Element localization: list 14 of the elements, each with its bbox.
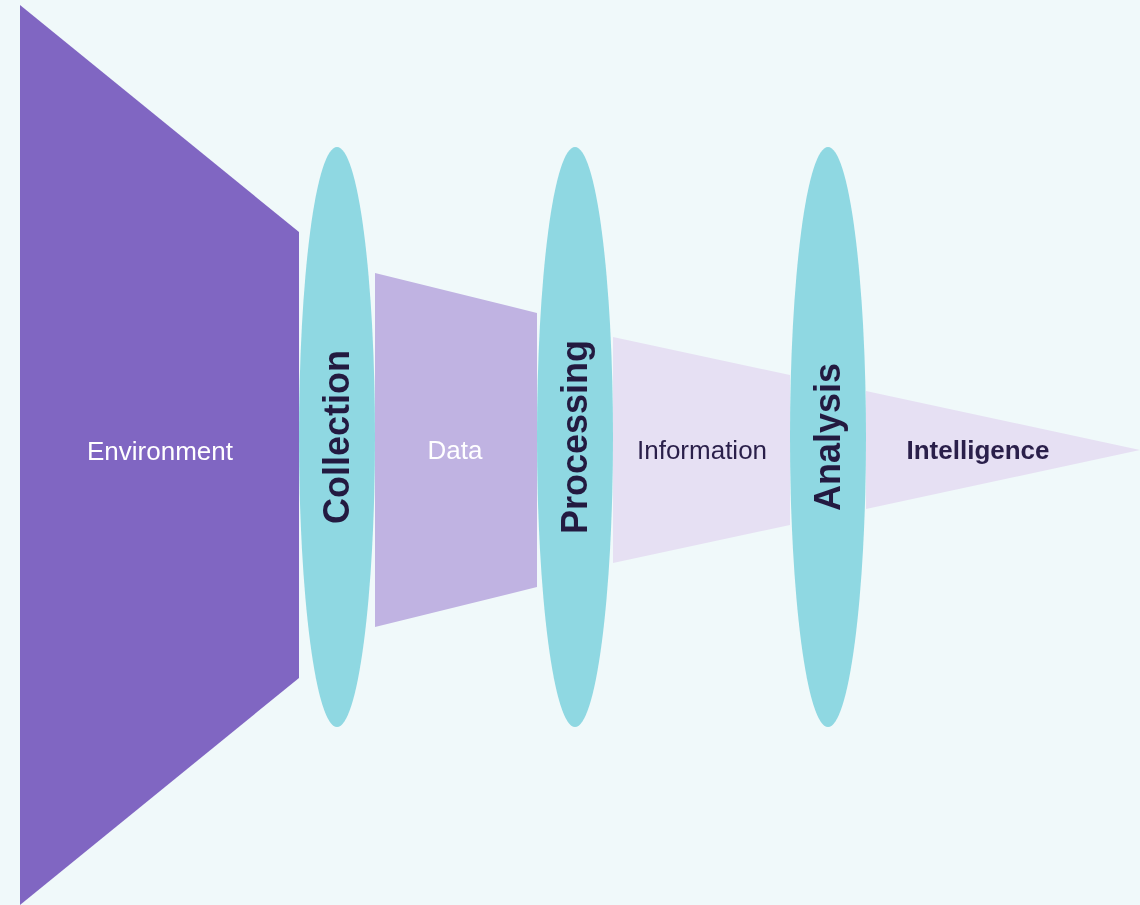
lens-ellipse	[537, 147, 613, 727]
funnel-band	[866, 391, 1140, 509]
stage-label: Intelligence	[906, 437, 1050, 463]
step-label: Analysis	[810, 363, 846, 512]
funnel-band	[613, 337, 790, 563]
funnel-band	[20, 5, 299, 905]
funnel-band	[375, 273, 537, 627]
stage-label: Environment	[87, 438, 233, 464]
stage-label: Information	[637, 437, 768, 463]
step-label: Collection	[319, 350, 355, 524]
stage-label: Data	[427, 437, 483, 463]
step-label: Processing	[557, 340, 593, 535]
lens-ellipse	[790, 147, 866, 727]
lens-ellipse	[299, 147, 375, 727]
